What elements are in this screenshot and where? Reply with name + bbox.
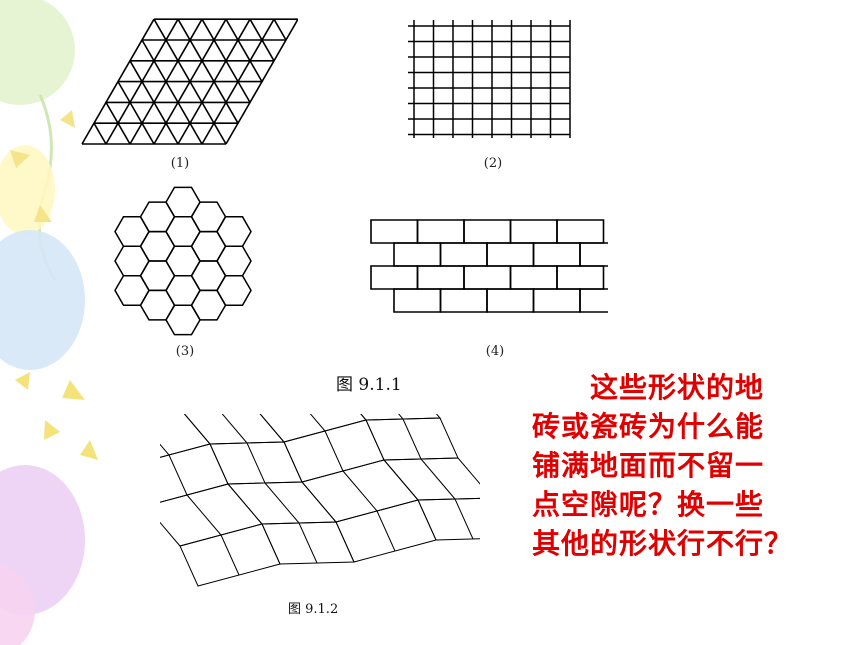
tiling-line bbox=[93, 122, 107, 145]
tiling-line bbox=[186, 494, 222, 536]
balloon-green bbox=[0, 0, 75, 105]
confetti bbox=[34, 205, 52, 222]
brick-tile bbox=[556, 265, 605, 290]
confetti bbox=[10, 150, 30, 168]
tiling-line bbox=[249, 18, 275, 62]
balloon-pink bbox=[0, 565, 35, 645]
brick-tile bbox=[509, 265, 558, 290]
tiling-line bbox=[221, 414, 248, 444]
tiling-line bbox=[264, 482, 300, 524]
tiling-line bbox=[402, 418, 422, 460]
question-line-4: 点空隙呢？换一些 bbox=[532, 488, 765, 521]
quadrilateral-tile bbox=[160, 414, 211, 458]
tiling-line bbox=[398, 414, 404, 420]
figure-4-brick-tiling bbox=[370, 219, 608, 313]
tiling-line bbox=[117, 81, 155, 145]
tiling-line bbox=[376, 510, 396, 552]
hexagon-tile bbox=[216, 216, 252, 248]
figure-1-triangle-tiling bbox=[81, 18, 298, 145]
tiling-line bbox=[141, 39, 203, 145]
tiling-line bbox=[153, 18, 227, 145]
quadrilateral-tile bbox=[417, 497, 480, 541]
caption-3: (3) bbox=[175, 344, 195, 359]
caption-1: (1) bbox=[170, 156, 190, 171]
confetti bbox=[15, 372, 30, 390]
quadrilateral-tile bbox=[382, 457, 480, 501]
tiling-line bbox=[298, 522, 318, 564]
brick-tile bbox=[416, 219, 465, 244]
figure-9-1-2-quadrilateral-tiling bbox=[160, 414, 480, 587]
brick-tile bbox=[486, 242, 535, 267]
quadrilateral-tile bbox=[160, 483, 263, 547]
brick-tile bbox=[532, 288, 581, 313]
quadrilateral-tile bbox=[183, 414, 286, 445]
tiling-line bbox=[220, 534, 240, 576]
figure-title-9-1-2: 图 9.1.2 bbox=[288, 602, 339, 617]
tiling-line bbox=[168, 454, 188, 496]
balloon-blue bbox=[0, 230, 85, 370]
brick-tile bbox=[393, 242, 442, 267]
brick-tile bbox=[370, 265, 419, 290]
brick-tile bbox=[579, 288, 608, 313]
brick-tile bbox=[556, 219, 605, 244]
brick-tile bbox=[463, 265, 512, 290]
figure-3-hexagon-tiling bbox=[114, 186, 252, 336]
confetti bbox=[60, 110, 75, 128]
brick-tile bbox=[439, 288, 488, 313]
tiling-line bbox=[225, 18, 263, 82]
confetti bbox=[80, 440, 98, 460]
brick-tile bbox=[532, 242, 581, 267]
question-line-5: 其他的形状行不行？ bbox=[532, 527, 794, 560]
question-line-3: 铺满地面而不留一 bbox=[532, 449, 765, 482]
brick-tile bbox=[439, 242, 488, 267]
tiling-line bbox=[105, 102, 131, 145]
confetti bbox=[62, 380, 85, 400]
caption-2: (2) bbox=[483, 156, 503, 171]
brick-tile bbox=[416, 265, 465, 290]
quadrilateral-tile bbox=[360, 414, 442, 421]
figure-title-9-1-1: 图 9.1.1 bbox=[336, 375, 402, 395]
brick-tile bbox=[463, 219, 512, 244]
brick-tile bbox=[579, 242, 608, 267]
question-text: 这些形状的地 砖或瓷砖为什么能 铺满地面而不留一 点空隙呢？换一些 其他的形状行… bbox=[532, 368, 832, 563]
caption-4: (4) bbox=[485, 344, 505, 359]
tiling-line bbox=[309, 414, 326, 432]
brick-tile bbox=[393, 288, 442, 313]
hexagon-tile bbox=[216, 274, 252, 306]
figure-2-square-tiling bbox=[408, 20, 571, 138]
question-line-1: 这些形状的地 bbox=[590, 371, 765, 404]
hexagon-tile bbox=[216, 245, 252, 277]
brick-tile bbox=[486, 288, 535, 313]
tiling-line bbox=[201, 18, 251, 103]
tiling-line bbox=[420, 458, 456, 500]
quadrilateral-tile bbox=[259, 414, 367, 443]
question-line-2: 砖或瓷砖为什么能 bbox=[532, 410, 765, 443]
tiling-line bbox=[129, 60, 179, 145]
tiling-line bbox=[246, 442, 266, 484]
tiling-line bbox=[324, 430, 344, 472]
tiling-line bbox=[454, 498, 474, 540]
tiling-line bbox=[160, 443, 170, 456]
quadrilateral-tile bbox=[160, 443, 229, 503]
brick-tile bbox=[509, 219, 558, 244]
confetti bbox=[44, 420, 60, 440]
tiling-line bbox=[177, 18, 239, 124]
tiling-line bbox=[273, 18, 287, 41]
tiling-line bbox=[342, 470, 378, 512]
brick-tile bbox=[370, 219, 419, 244]
